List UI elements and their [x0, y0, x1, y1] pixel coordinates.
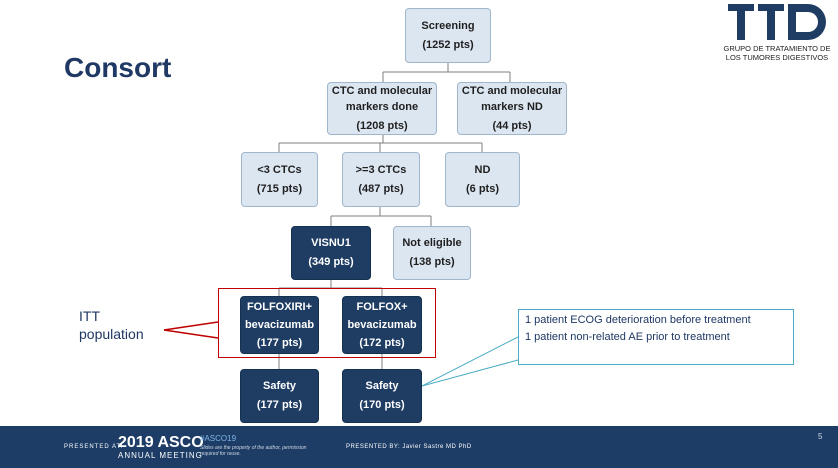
- annual-meeting-label: ANNUAL MEETING: [118, 451, 203, 460]
- exclusion-note: 1 patient ECOG deterioration before trea…: [518, 309, 794, 365]
- note-line-ecog: 1 patient ECOG deterioration before trea…: [525, 314, 751, 326]
- ctc-done-box: CTC and molecular markers done (1208 pts…: [327, 82, 437, 135]
- itt-population-label: ITT population: [79, 308, 144, 342]
- ctc-nd-box: CTC and molecular markers ND (44 pts): [457, 82, 567, 135]
- asco-brand: 2019 ASCO: [118, 434, 204, 451]
- not-eligible-box: Not eligible (138 pts): [393, 226, 471, 280]
- note-line-ae: 1 patient non-related AE prior to treatm…: [525, 331, 730, 343]
- folfoxiri-box: FOLFOXIRI+ bevacizumab (177 pts): [240, 296, 319, 354]
- footer-bar: PRESENTED AT: 2019 ASCO ANNUAL MEETING #…: [0, 426, 838, 468]
- page-number: 5: [818, 432, 823, 441]
- screening-box: Screening (1252 pts): [405, 8, 491, 63]
- itt-highlight-frame: [218, 288, 436, 358]
- logo-text: GRUPO DE TRATAMIENTO DE LOS TUMORES DIGE…: [723, 44, 831, 62]
- disclaimer: Slides are the property of the author, p…: [200, 445, 307, 457]
- lt3-ctcs-box: <3 CTCs (715 pts): [241, 152, 318, 207]
- safety-folfox-box: Safety (170 pts): [342, 369, 422, 423]
- visnu1-box: VISNU1 (349 pts): [291, 226, 371, 280]
- safety-folfoxiri-box: Safety (177 pts): [240, 369, 319, 423]
- folfox-box: FOLFOX+ bevacizumab (172 pts): [342, 296, 422, 354]
- presented-by: PRESENTED BY: Javier Sastre MD PhD: [346, 444, 472, 450]
- ttd-logo: [722, 2, 832, 70]
- nd-box: ND (6 pts): [445, 152, 520, 207]
- presented-at-label: PRESENTED AT:: [64, 444, 124, 450]
- ge3-ctcs-box: >=3 CTCs (487 pts): [342, 152, 420, 207]
- hashtag: #ASCO19: [200, 434, 237, 443]
- slide-title: Consort: [64, 52, 172, 83]
